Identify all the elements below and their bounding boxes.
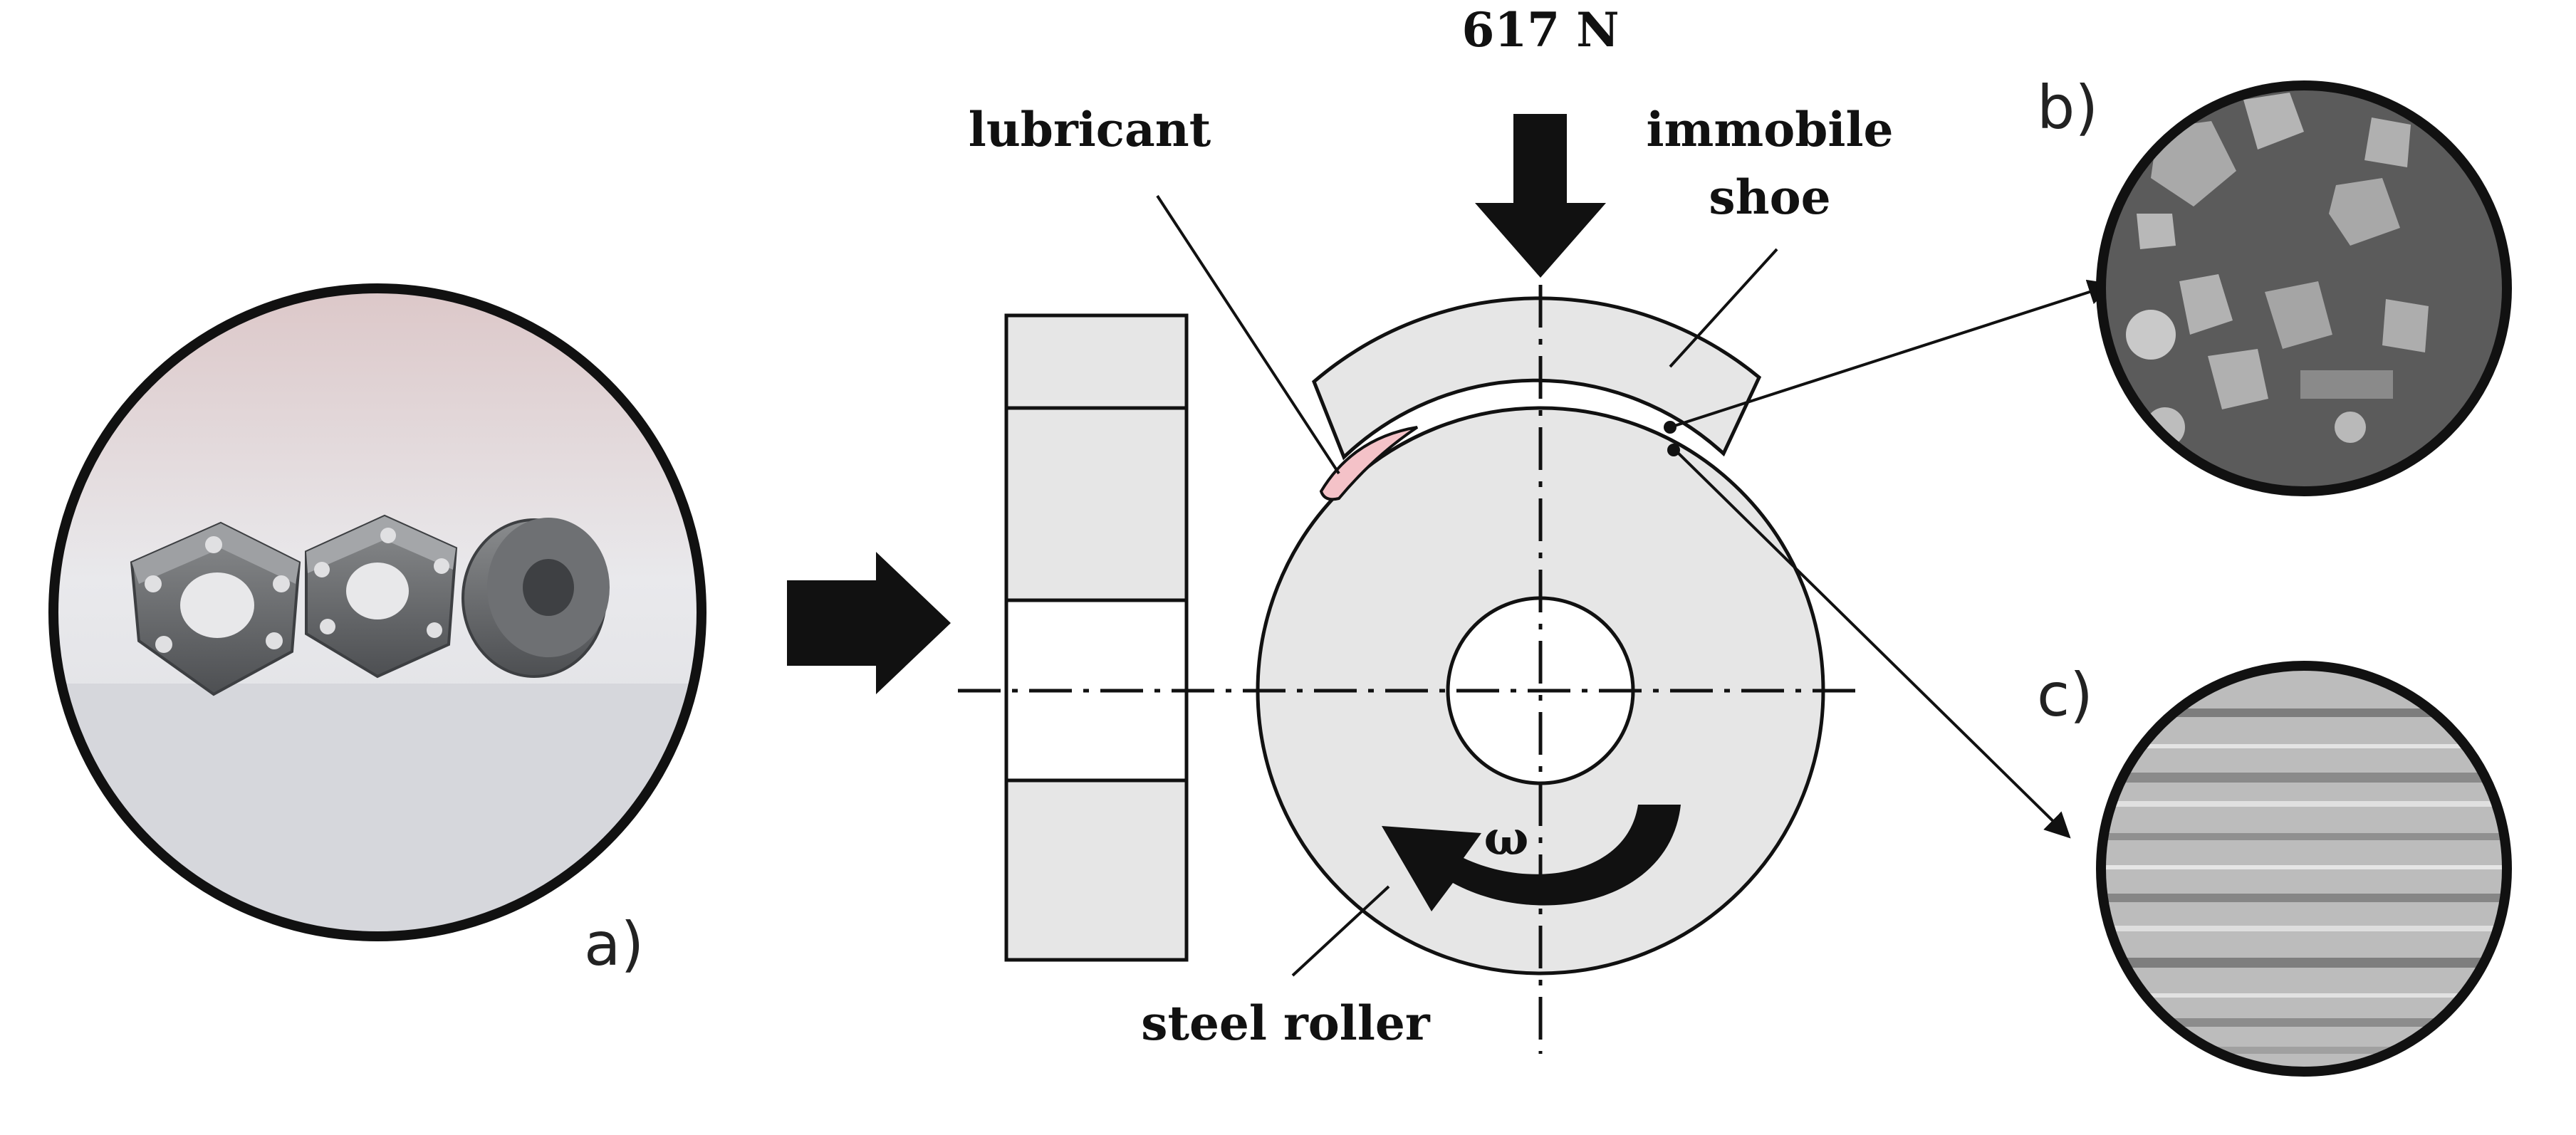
panel-label-b: b) (2037, 73, 2098, 142)
shoe-leader (1669, 248, 1778, 368)
right-arrow-icon (787, 552, 951, 694)
roller-side-view (1004, 313, 1189, 962)
photo-samples (48, 283, 706, 941)
panel-label-a: a) (584, 909, 644, 979)
load-arrow-icon (1475, 114, 1606, 278)
lubricant-film (1319, 426, 1419, 501)
roller-label: steel roller (1141, 995, 1431, 1051)
photo-frame-a (48, 283, 706, 941)
contact-point-c (1667, 444, 1680, 456)
load-label: 617 N (1461, 2, 1619, 58)
star-sample-1 (130, 521, 301, 696)
detail-b-pointer (1669, 279, 2114, 429)
shoe-label-line1: immobile (1646, 102, 1893, 157)
micrograph-frame-b (2096, 80, 2512, 496)
micrograph-b (2096, 80, 2512, 496)
lubricant-label: lubricant (969, 102, 1211, 157)
star-sample-2 (305, 514, 458, 679)
micrograph-c (2096, 661, 2512, 1077)
detail-c-pointer (1672, 447, 2071, 839)
rotation-arrow-icon (1382, 805, 1681, 911)
omega-label: ω (1484, 810, 1529, 866)
panel-label-c: c) (2037, 660, 2093, 730)
micrograph-frame-c (2096, 661, 2512, 1077)
shoe-label-line2: shoe (1709, 169, 1830, 225)
contact-point-b (1664, 421, 1677, 434)
roller-leader (1291, 885, 1390, 977)
ring-sample (462, 518, 610, 678)
immobile-shoe (1312, 296, 1762, 461)
lubricant-leader (1156, 194, 1340, 475)
